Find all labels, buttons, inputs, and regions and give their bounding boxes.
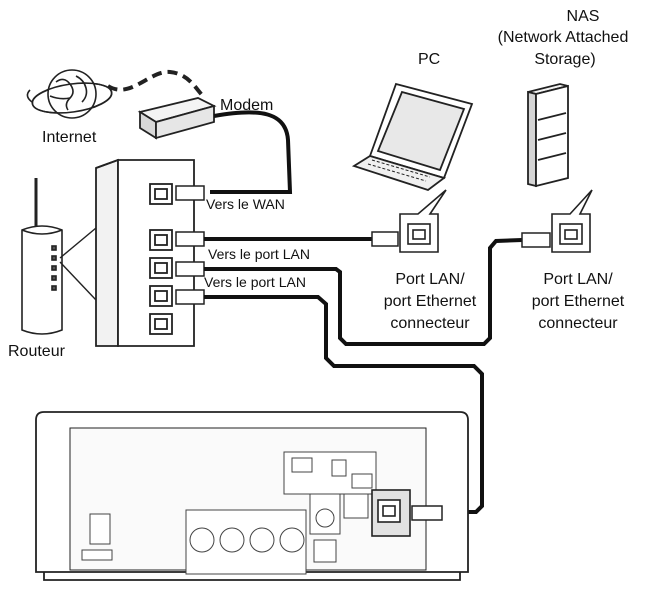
pc-lan-plug xyxy=(371,231,399,247)
router-back-panel xyxy=(95,158,195,347)
device-lan-port xyxy=(371,489,411,537)
nas-server-icon xyxy=(527,83,569,188)
modem-label: Modem xyxy=(220,97,274,114)
device-lan-cable xyxy=(204,295,484,514)
router-callout-lines xyxy=(59,227,97,301)
device-lan-plug xyxy=(411,505,443,521)
lan-label-2: Vers le port LAN xyxy=(204,274,306,290)
pc-port-label-line-3: connecteur xyxy=(390,315,470,332)
nas-port-label-line-1: Port LAN/ xyxy=(543,271,613,288)
nas-label-line-2: (Network Attached xyxy=(497,29,629,46)
nas-port-label-line-2: port Ethernet xyxy=(531,293,625,310)
nas-label-line-1: NAS xyxy=(566,8,600,25)
nas-port-callout xyxy=(551,189,593,253)
nas-lan-plug xyxy=(521,232,551,248)
nas-label-line-3: Storage) xyxy=(534,51,596,68)
router-plugs xyxy=(175,185,205,305)
wan-cable xyxy=(210,110,293,194)
internet-globe-icon xyxy=(26,69,113,119)
pc-port-label-line-1: Port LAN/ xyxy=(395,271,465,288)
pc-port-label-line-2: port Ethernet xyxy=(383,293,477,310)
modem-icon xyxy=(137,97,217,140)
laptop-pc-icon xyxy=(351,82,474,192)
router-icon xyxy=(21,178,63,335)
pc-label: PC xyxy=(418,51,441,68)
nas-lan-cable xyxy=(204,238,523,346)
nas-port-label-line-3: connecteur xyxy=(538,315,618,332)
device-detail-parts xyxy=(81,451,377,575)
lan-label-1: Vers le port LAN xyxy=(208,246,310,262)
router-label: Routeur xyxy=(8,343,65,360)
internet-modem-dashed-link xyxy=(106,69,207,100)
internet-label: Internet xyxy=(42,129,97,146)
pc-port-callout xyxy=(399,189,447,253)
wan-label: Vers le WAN xyxy=(206,196,285,212)
